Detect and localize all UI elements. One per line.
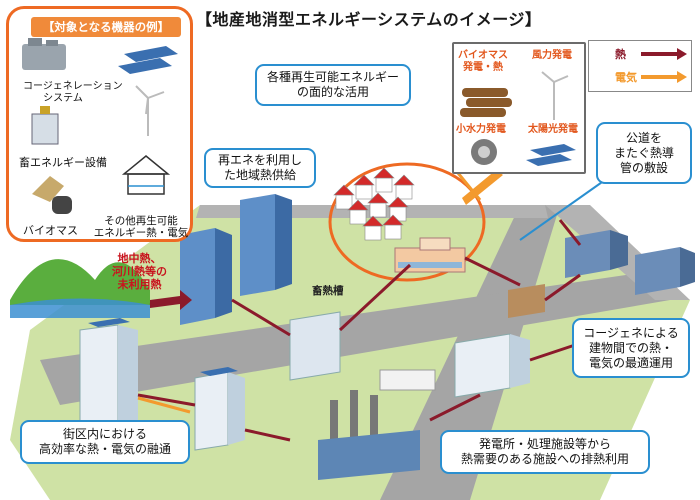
callout-road-pipe: 公道を またぐ熱導 管の敷設	[596, 122, 692, 184]
heat-lines	[137, 219, 582, 442]
source-hydro-label: 小水力発電	[456, 124, 506, 135]
biomass-icon	[32, 176, 72, 214]
callout-block-efficiency: 街区内における 高効率な熱・電気の融通	[20, 420, 190, 464]
source-wind-label: 風力発電	[532, 50, 572, 61]
hills	[10, 259, 150, 305]
storage-tank-label: 畜熱槽	[312, 285, 344, 297]
device-icons	[22, 38, 178, 214]
renewable-sources-box: バイオマス 発電・熱 風力発電 小水力発電 太陽光発電	[452, 42, 586, 174]
house-section-icon	[121, 155, 171, 195]
log-biomass-icon	[460, 88, 512, 117]
cogen-label: コージェネレーション システム	[23, 81, 123, 104]
house-cluster	[333, 167, 415, 241]
legend-arrows	[641, 48, 687, 83]
unused-heat-label: 地中熱、 河川熱等の 未利用熱	[112, 252, 167, 291]
source-solar-label: 太陽光発電	[528, 124, 578, 135]
solar-icon	[526, 144, 576, 166]
source-arrow	[462, 170, 503, 205]
legend-electric-label: 電気	[615, 71, 637, 84]
wind-icon	[541, 71, 569, 120]
solar-panel-icon	[118, 46, 178, 74]
residential-circle	[328, 162, 486, 282]
device-examples-tab: 【対象となる機器の例】	[31, 17, 181, 37]
power-plant	[318, 369, 436, 480]
storage-equipment-icon	[31, 106, 59, 145]
legend: 熱 電気	[588, 40, 692, 92]
legend-electric-arrow-icon	[641, 71, 687, 83]
device-examples-box: 【対象となる機器の例】	[6, 6, 193, 242]
source-biomass-label: バイオマス 発電・熱	[458, 50, 508, 73]
other-renewable-label: その他再生可能 エネルギー熱・電気	[93, 215, 189, 239]
callout-renewable-use: 各種再生可能エネルギー の面的な活用	[255, 64, 411, 106]
source-icons	[460, 71, 576, 166]
legend-heat-label: 熱	[615, 48, 626, 61]
wind-turbine-icon	[135, 85, 165, 136]
hydro-icon	[471, 139, 497, 165]
road-pipe-line	[519, 179, 606, 241]
storage-label: 畜エネルギー設備	[19, 156, 107, 169]
callout-exhaust-heat: 発電所・処理施設等から 熱需要のある施設への排熱利用	[440, 430, 650, 474]
biomass-label: バイオマス	[23, 224, 78, 237]
unused-heat-arrow	[150, 290, 192, 310]
cogeneration-icon	[22, 38, 66, 70]
callout-district-heating: 再エネを利用し た地域熱供給	[204, 148, 316, 188]
roof-solar	[88, 318, 238, 376]
legend-heat-arrow-icon	[641, 48, 687, 60]
page-title: 【地産地消型エネルギーシステムのイメージ】	[196, 10, 542, 29]
callout-cogen-operation: コージェネによる 建物間での熱・ 電気の最適運用	[572, 318, 690, 378]
